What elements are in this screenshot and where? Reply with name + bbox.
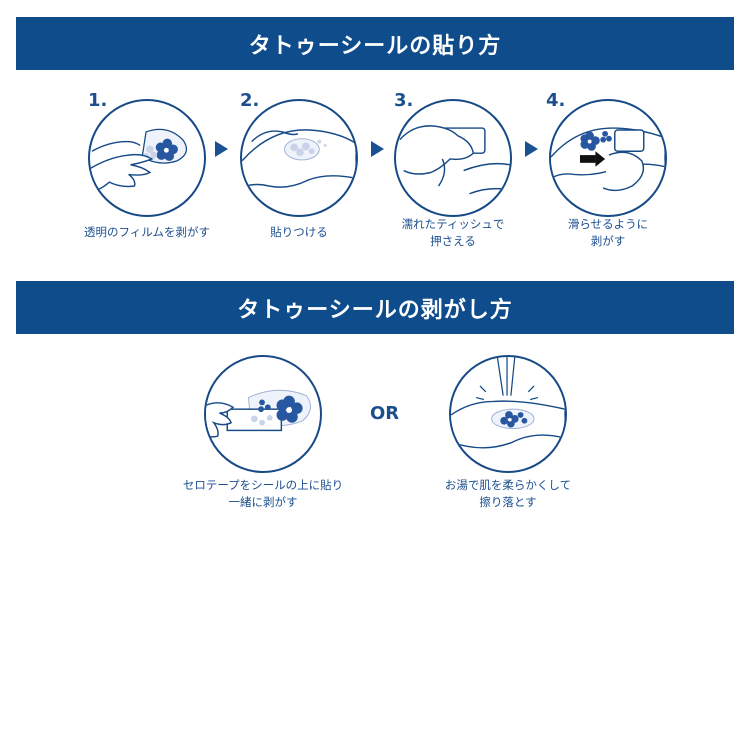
arm-apply-sticker-icon bbox=[242, 129, 356, 189]
tape-remove-icon bbox=[206, 389, 311, 438]
step-3-caption: 濡れたティッシュで 押さえる bbox=[401, 217, 505, 248]
right-arrow-icon bbox=[371, 141, 384, 157]
remove-section-title: タトゥーシールの剥がし方 bbox=[16, 281, 734, 334]
removal-water-caption: お湯で肌を柔らかくして 擦り落とす bbox=[444, 478, 572, 509]
right-arrow-icon bbox=[525, 141, 538, 157]
hand-peel-film-icon bbox=[90, 128, 188, 193]
or-separator: OR bbox=[370, 403, 400, 424]
removal-tape-illustration bbox=[204, 355, 322, 473]
step-4-caption: 滑らせるように 剥がす bbox=[567, 217, 649, 248]
right-arrow-icon bbox=[215, 141, 228, 157]
step-4-number: 4. bbox=[546, 90, 566, 111]
removal-tape-caption: セロテープをシールの上に貼り 一緒に剥がす bbox=[182, 478, 344, 509]
step-2-caption: 貼りつける bbox=[270, 225, 328, 239]
step-4-illustration bbox=[549, 99, 667, 217]
step-1-caption: 透明のフィルムを剥がす bbox=[83, 225, 211, 239]
step-2-illustration bbox=[240, 99, 358, 217]
step-1-number: 1. bbox=[88, 90, 108, 111]
step-3-illustration bbox=[394, 99, 512, 217]
arm-press-tissue-icon bbox=[399, 125, 510, 195]
step-1-illustration bbox=[88, 99, 206, 217]
step-3-number: 3. bbox=[394, 90, 414, 111]
removal-water-illustration bbox=[449, 355, 567, 473]
hot-water-wash-icon bbox=[451, 357, 565, 449]
arm-slide-peel-icon bbox=[551, 127, 665, 192]
apply-section-title: タトゥーシールの貼り方 bbox=[16, 17, 734, 70]
step-2-number: 2. bbox=[240, 90, 260, 111]
